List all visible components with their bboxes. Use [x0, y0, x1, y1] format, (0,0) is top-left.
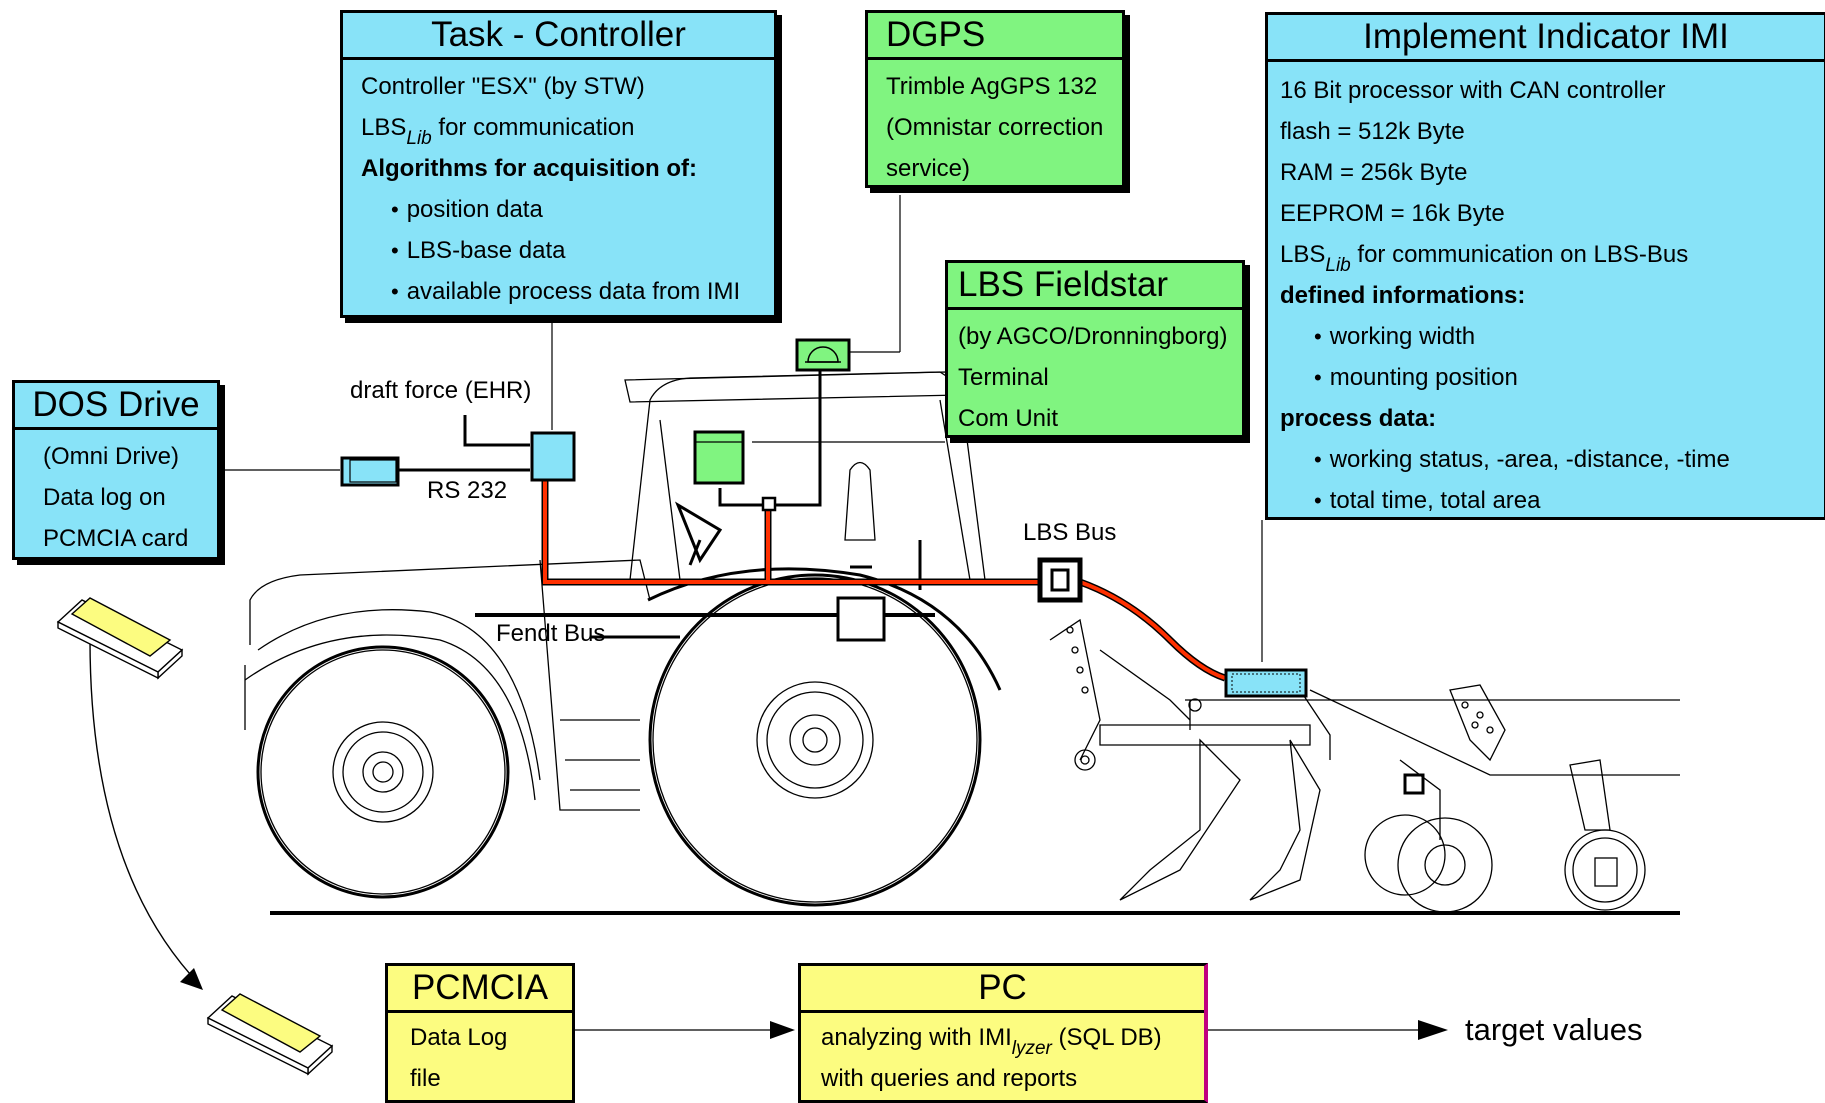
lbs-fieldstar-line: Terminal [948, 357, 1242, 398]
pcmcia-card-bottom-icon [208, 994, 332, 1074]
imi-lbs-line: LBSLib for communication on LBS-Bus [1268, 234, 1824, 275]
pcmcia-box: PCMCIA Data Log file [385, 963, 575, 1103]
pc-line-1: analyzing with IMIlyzer (SQL DB) [801, 1017, 1204, 1058]
lbs-bus [545, 480, 1225, 678]
dos-drive-line: Data log on [15, 477, 217, 518]
arrow-to-target [1418, 1020, 1448, 1040]
imi-defined-header: defined informations: [1268, 275, 1824, 316]
dgps-line: service) [868, 148, 1122, 189]
dgps-title: DGPS [868, 13, 1122, 60]
seat [845, 463, 875, 541]
draft-force-wire [465, 415, 530, 445]
dgps-antenna-wire [776, 365, 820, 505]
task-controller-bullet: LBS-base data [343, 230, 774, 271]
pc-box: PC analyzing with IMIlyzer (SQL DB) with… [798, 963, 1208, 1103]
disc-coulter [1365, 815, 1445, 895]
imi-box: Implement Indicator IMI 16 Bit processor… [1265, 12, 1825, 520]
arrow-to-pc [770, 1021, 795, 1039]
task-controller-box: Task - Controller Controller "ESX" (by S… [340, 10, 777, 318]
dos-drive-line: (Omni Drive) [15, 436, 217, 477]
imi-line: 16 Bit processor with CAN controller [1268, 70, 1824, 111]
task-controller-line-1: Controller "ESX" (by STW) [343, 66, 774, 107]
lbs-bus-connector [1040, 560, 1080, 600]
imi-process-header: process data: [1268, 398, 1824, 439]
bus-junction [763, 498, 775, 510]
fieldstar-terminal [695, 432, 743, 483]
pc-line-2: with queries and reports [801, 1058, 1204, 1099]
imi-line: RAM = 256k Byte [1268, 152, 1824, 193]
disc-wheel [1398, 818, 1492, 912]
lbs-bus-label: LBS Bus [1023, 519, 1116, 547]
pcmcia-line: file [388, 1058, 572, 1099]
arrow-to-pcmcia [180, 968, 203, 990]
rear-wheel [650, 575, 980, 905]
pcmcia-line: Data Log [388, 1017, 572, 1058]
dos-drive-box: DOS Drive (Omni Drive) Data log on PCMCI… [12, 380, 220, 560]
imi-line: flash = 512k Byte [1268, 111, 1824, 152]
task-controller-title: Task - Controller [343, 13, 774, 60]
task-controller-bullet: position data [343, 189, 774, 230]
tine-1 [1120, 740, 1240, 900]
fendt-bus-node [838, 598, 884, 640]
tine-2 [1250, 740, 1320, 900]
imi-defined-bullet: working width [1268, 316, 1824, 357]
rs232-label: RS 232 [427, 477, 507, 505]
fendt-bus-label: Fendt Bus [496, 620, 605, 648]
dgps-line: (Omnistar correction [868, 107, 1122, 148]
imi-defined-bullet: mounting position [1268, 357, 1824, 398]
crumbler-roller [1565, 830, 1645, 910]
rear-fender [648, 569, 1000, 690]
lbs-fieldstar-title: LBS Fieldstar [948, 263, 1242, 310]
task-controller-line-3: Algorithms for acquisition of: [343, 148, 774, 189]
imi-process-bullet: working status, -area, -distance, -time [1268, 439, 1824, 480]
dgps-line: Trimble AgGPS 132 [868, 66, 1122, 107]
steering-wheel [678, 505, 720, 560]
dgps-antenna [797, 340, 849, 370]
task-controller-bullet: available process data from IMI [343, 271, 774, 312]
pc-title: PC [801, 966, 1204, 1013]
pcmcia-title: PCMCIA [388, 966, 572, 1013]
imi-title: Implement Indicator IMI [1268, 15, 1824, 62]
lbs-fieldstar-line: (by AGCO/Dronningborg) [948, 316, 1242, 357]
cabin [630, 372, 985, 580]
dos-drive-line: PCMCIA card [15, 518, 217, 559]
task-controller-device [532, 433, 574, 480]
lbs-fieldstar-line: Com Unit [948, 398, 1242, 439]
imi-process-bullet: total time, total area [1268, 480, 1824, 521]
lbs-fieldstar-box: LBS Fieldstar (by AGCO/Dronningborg) Ter… [945, 260, 1245, 438]
imi-line: EEPROM = 16k Byte [1268, 193, 1824, 234]
cabin-roof [625, 372, 960, 402]
task-controller-line-2: LBSLib for communication [343, 107, 774, 148]
draft-force-label: draft force (EHR) [350, 377, 531, 405]
front-wheel [258, 647, 508, 897]
pcmcia-card-top-icon [58, 598, 182, 678]
dgps-box: DGPS Trimble AgGPS 132 (Omnistar correct… [865, 10, 1125, 188]
implement [1100, 685, 1680, 912]
target-values-label: target values [1465, 1012, 1643, 1048]
dos-drive-title: DOS Drive [15, 383, 217, 430]
terminal-wire [720, 488, 768, 505]
